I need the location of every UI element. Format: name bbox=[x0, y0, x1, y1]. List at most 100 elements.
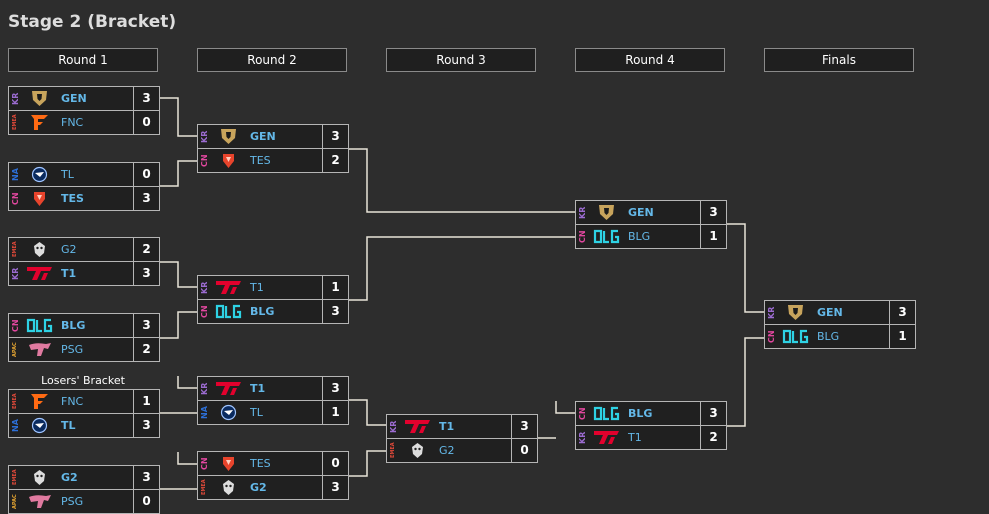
region-tag: EMEA bbox=[12, 469, 18, 486]
team-score: 1 bbox=[133, 390, 159, 413]
team-score: 3 bbox=[700, 201, 726, 224]
team-score: 0 bbox=[133, 490, 159, 513]
team-name: GEN bbox=[817, 306, 843, 319]
team-row[interactable]: KR T1 1 bbox=[197, 275, 349, 300]
blg-logo bbox=[593, 228, 620, 245]
blg-logo bbox=[26, 317, 53, 334]
team-name: FNC bbox=[61, 395, 84, 408]
team-score: 2 bbox=[700, 426, 726, 449]
team-score: 3 bbox=[322, 125, 348, 148]
team-score: 3 bbox=[700, 402, 726, 425]
team-score: 1 bbox=[322, 276, 348, 299]
region-tag: NA bbox=[11, 419, 20, 432]
team-score: 3 bbox=[133, 187, 159, 210]
team-name: G2 bbox=[439, 444, 455, 457]
round-header-4: Round 4 bbox=[575, 48, 725, 72]
region-tag: KR bbox=[200, 281, 209, 294]
team-score: 3 bbox=[133, 262, 159, 285]
region-tag: CN bbox=[200, 457, 209, 470]
team-name: G2 bbox=[61, 243, 77, 256]
t1-logo bbox=[593, 429, 620, 446]
team-name: GEN bbox=[61, 92, 87, 105]
t1-logo bbox=[26, 265, 53, 282]
team-score: 1 bbox=[889, 325, 915, 348]
team-name: TES bbox=[250, 154, 271, 167]
region-tag: CN bbox=[767, 330, 776, 343]
team-name: T1 bbox=[250, 382, 266, 395]
team-row[interactable]: APAC PSG 0 bbox=[8, 490, 160, 514]
region-tag: APAC bbox=[12, 494, 18, 509]
team-name: PSG bbox=[61, 495, 84, 508]
region-tag: KR bbox=[578, 431, 587, 444]
tl-logo bbox=[26, 166, 53, 183]
round-header-2: Round 2 bbox=[197, 48, 347, 72]
g2-logo bbox=[215, 479, 242, 496]
t1-logo bbox=[404, 418, 431, 435]
team-name: PSG bbox=[61, 343, 84, 356]
team-name: GEN bbox=[628, 206, 654, 219]
region-tag: KR bbox=[578, 206, 587, 219]
gen-logo bbox=[215, 128, 242, 145]
losers-bracket-label: Losers' Bracket bbox=[41, 374, 125, 387]
region-tag: NA bbox=[11, 168, 20, 181]
team-score: 3 bbox=[322, 300, 348, 323]
team-name: TES bbox=[250, 457, 271, 470]
team-row[interactable]: KR GEN 3 bbox=[575, 200, 727, 225]
team-score: 3 bbox=[133, 87, 159, 110]
region-tag: NA bbox=[200, 406, 209, 419]
team-score: 3 bbox=[133, 414, 159, 437]
team-score: 3 bbox=[133, 466, 159, 489]
team-name: BLG bbox=[817, 330, 840, 343]
gen-logo bbox=[782, 304, 809, 321]
region-tag: EMEA bbox=[390, 442, 396, 459]
region-tag: CN bbox=[11, 192, 20, 205]
team-row[interactable]: CN BLG 1 bbox=[764, 325, 916, 349]
team-score: 3 bbox=[889, 301, 915, 324]
tes-logo bbox=[215, 455, 242, 472]
team-name: T1 bbox=[250, 281, 264, 294]
team-row[interactable]: KR T1 2 bbox=[575, 426, 727, 450]
team-name: T1 bbox=[439, 420, 455, 433]
region-tag: CN bbox=[200, 154, 209, 167]
team-row[interactable]: KR T1 3 bbox=[197, 376, 349, 401]
region-tag: EMEA bbox=[201, 479, 207, 496]
team-name: FNC bbox=[61, 116, 84, 129]
team-name: BLG bbox=[628, 407, 653, 420]
team-name: T1 bbox=[628, 431, 642, 444]
team-score: 3 bbox=[322, 476, 348, 499]
team-score: 3 bbox=[322, 377, 348, 400]
round-header-finals: Finals bbox=[764, 48, 914, 72]
blg-logo bbox=[215, 303, 242, 320]
region-tag: KR bbox=[200, 382, 209, 395]
